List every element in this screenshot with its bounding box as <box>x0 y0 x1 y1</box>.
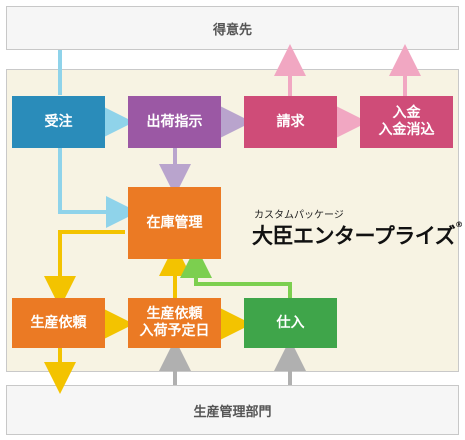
production-department-bar: 生産管理部門 <box>6 385 459 435</box>
arrival-schedule-node: 生産依頼 入荷予定日 <box>128 298 221 348</box>
inventory-label: 在庫管理 <box>146 214 203 231</box>
shipping-instruction-node: 出荷指示 <box>128 96 221 148</box>
payment-node: 入金 入金消込 <box>360 96 453 148</box>
brand-registered-mark: ® <box>455 220 463 229</box>
arrow-inventory-to-production-request <box>44 230 125 308</box>
brand-logo: 大臣エンタープライズ® <box>252 220 463 250</box>
purchase-label: 仕入 <box>276 314 305 331</box>
purchase-node: 仕入 <box>244 298 337 348</box>
payment-label-line1: 入金 <box>392 105 421 121</box>
brand-name: 大臣エンタープライズ <box>252 224 456 248</box>
customer-bar: 得意先 <box>6 6 459 50</box>
arrival-schedule-label-line2: 入荷予定日 <box>139 323 210 339</box>
customer-label: 得意先 <box>212 22 252 38</box>
production-request-node: 生産依頼 <box>12 298 105 348</box>
payment-label-line2: 入金消込 <box>378 122 435 138</box>
shipping-instruction-label: 出荷指示 <box>146 113 203 130</box>
arrow-purchase-to-inventory <box>180 246 292 298</box>
brand-subtitle: カスタムパッケージ <box>254 210 344 221</box>
billing-node: 請求 <box>244 96 337 148</box>
order-node: 受注 <box>12 96 105 148</box>
billing-label: 請求 <box>276 113 305 130</box>
production-department-label: 生産管理部門 <box>193 404 272 420</box>
order-label: 受注 <box>44 113 73 130</box>
inventory-node: 在庫管理 <box>128 187 221 259</box>
production-request-label: 生産依頼 <box>30 314 87 331</box>
arrow-order-to-inventory <box>58 145 138 228</box>
arrival-schedule-label-line1: 生産依頼 <box>146 306 203 322</box>
